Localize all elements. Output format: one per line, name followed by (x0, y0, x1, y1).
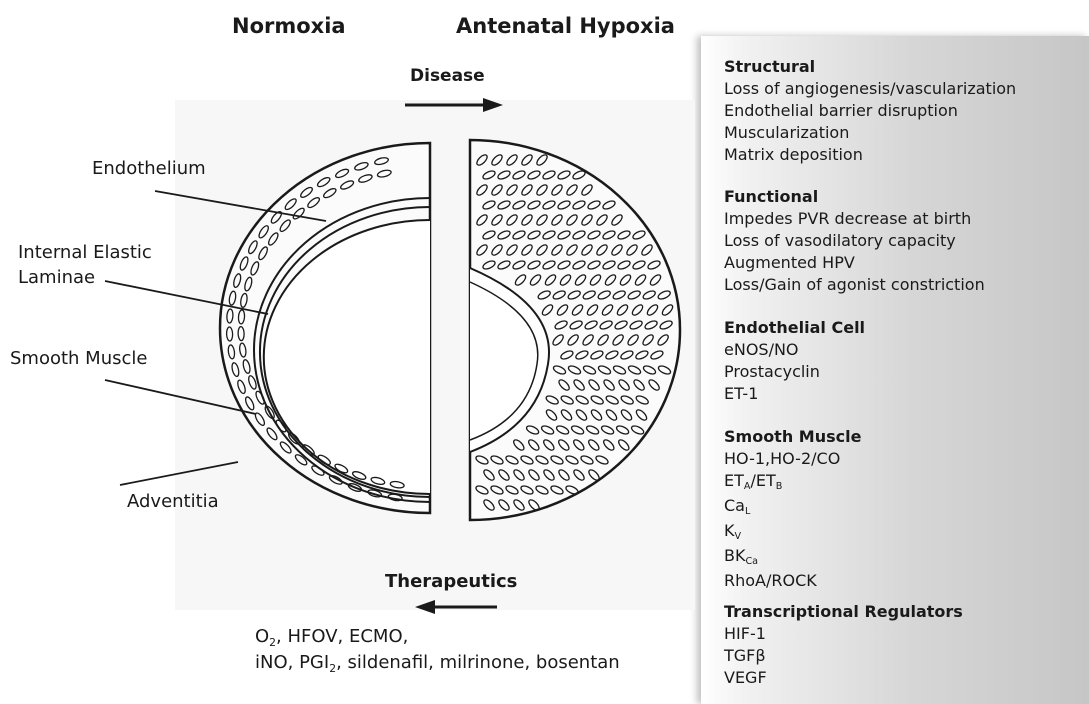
panel-item: ET-1 (724, 383, 865, 405)
panel-item: Loss/Gain of agonist constriction (724, 274, 985, 296)
panel-item: Loss of vasodilatory capacity (724, 230, 985, 252)
endothelium-label: Endothelium (92, 157, 206, 181)
iel-label-line1: Internal Elastic (18, 241, 152, 265)
panel-item: KV (724, 520, 861, 545)
smooth-muscle-heading: Smooth Muscle (724, 426, 861, 448)
endothelial-section: Endothelial Cell eNOS/NO Prostacyclin ET… (724, 317, 865, 405)
therapeutics-label: Therapeutics (385, 571, 517, 592)
panel-item: BKCa (724, 545, 861, 570)
normoxia-header: Normoxia (232, 14, 346, 38)
iel-label-line2: Laminae (18, 266, 95, 290)
panel-item: Impedes PVR decrease at birth (724, 208, 985, 230)
panel-item: HIF-1 (724, 623, 963, 645)
hypoxia-header: Antenatal Hypoxia (456, 14, 675, 38)
smooth-muscle-section: Smooth Muscle HO-1,HO-2/CO ETA/ETB CaL K… (724, 426, 861, 592)
panel-item: Endothelial barrier disruption (724, 100, 1016, 122)
panel-item: CaL (724, 495, 861, 520)
therapy-line-2: iNO, PGI2, sildenafil, milrinone, bosent… (255, 651, 620, 677)
panel-item: Matrix deposition (724, 144, 1016, 166)
adventitia-label: Adventitia (127, 490, 219, 514)
panel-item: VEGF (724, 667, 963, 689)
panel-item: Augmented HPV (724, 252, 985, 274)
panel-item: HO-1,HO-2/CO (724, 448, 861, 470)
panel-item: eNOS/NO (724, 339, 865, 361)
panel-item: ETA/ETB (724, 470, 861, 495)
therapy-list: O2, HFOV, ECMO, iNO, PGI2, sildenafil, m… (255, 625, 620, 677)
functional-heading: Functional (724, 186, 985, 208)
transcriptional-heading: Transcriptional Regulators (724, 601, 963, 623)
therapy-line-1: O2, HFOV, ECMO, (255, 625, 620, 651)
panel-item: RhoA/ROCK (724, 570, 861, 592)
transcriptional-section: Transcriptional Regulators HIF-1 TGFβ VE… (724, 601, 963, 689)
functional-section: Functional Impedes PVR decrease at birth… (724, 186, 985, 296)
panel-item: Loss of angiogenesis/vascularization (724, 78, 1016, 100)
panel-item: Muscularization (724, 122, 1016, 144)
endothelial-heading: Endothelial Cell (724, 317, 865, 339)
disease-label: Disease (410, 66, 485, 86)
structural-heading: Structural (724, 56, 1016, 78)
smooth-muscle-label: Smooth Muscle (10, 347, 147, 371)
panel-item: Prostacyclin (724, 361, 865, 383)
panel-item: TGFβ (724, 645, 963, 667)
structural-section: Structural Loss of angiogenesis/vascular… (724, 56, 1016, 166)
